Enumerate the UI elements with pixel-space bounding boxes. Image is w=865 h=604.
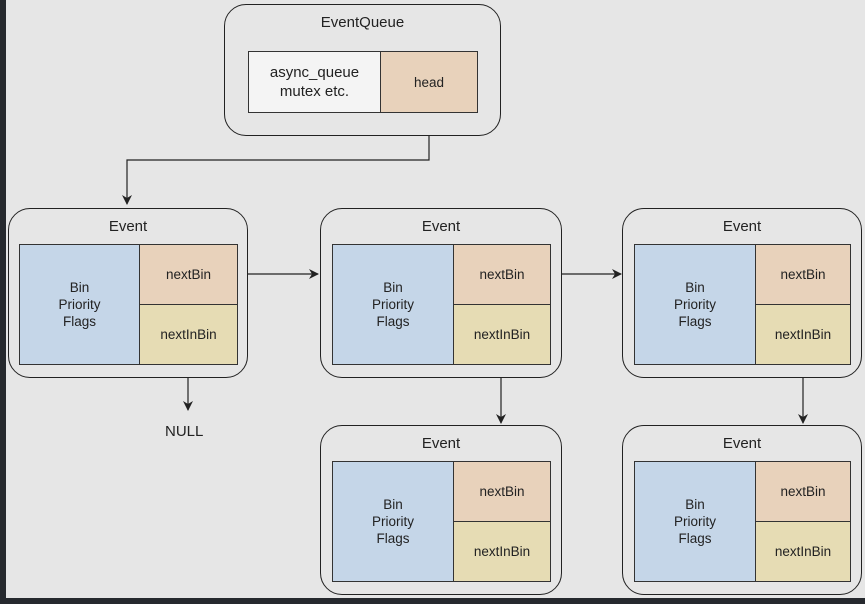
next-in-bin-cell: nextInBin	[453, 304, 551, 365]
event-main-line: Priority	[371, 514, 414, 529]
next-bin-cell: nextBin	[755, 461, 851, 522]
event-main-line: Flags	[376, 314, 410, 329]
queue-mutex-line-1: async_queue	[269, 64, 360, 81]
event-main-cell: Bin Priority Flags	[634, 244, 756, 365]
diagram-canvas: EventQueue async_queue mutex etc. head E…	[6, 0, 865, 598]
event-node-4: Event Bin Priority Flags nextBin nextInB…	[320, 425, 562, 595]
event-node-1: Event Bin Priority Flags nextBin nextInB…	[8, 208, 248, 378]
event-main-line: Priority	[371, 297, 414, 312]
next-in-bin-cell: nextInBin	[755, 304, 851, 365]
event-main-line: Bin	[383, 497, 403, 512]
event-title: Event	[108, 218, 148, 235]
event-main-cell: Bin Priority Flags	[332, 461, 454, 582]
event-main-line: Priority	[673, 297, 716, 312]
event-title: Event	[421, 435, 461, 452]
event-queue-title: EventQueue	[320, 14, 405, 31]
next-in-bin-cell: nextInBin	[139, 304, 238, 365]
event-main-cell: Bin Priority Flags	[19, 244, 140, 365]
event-node-3: Event Bin Priority Flags nextBin nextInB…	[622, 208, 862, 378]
null-label: NULL	[165, 423, 204, 440]
next-bin-cell: nextBin	[139, 244, 238, 305]
queue-mutex-line-2: mutex etc.	[279, 83, 350, 100]
queue-head-cell: head	[380, 51, 478, 113]
event-title: Event	[722, 218, 762, 235]
arrow-head-to-event-1	[122, 113, 430, 205]
next-in-bin-cell: nextInBin	[755, 521, 851, 582]
event-main-line: Priority	[673, 514, 716, 529]
event-main-line: Flags	[376, 531, 410, 546]
queue-mutex-cell: async_queue mutex etc.	[248, 51, 381, 113]
next-in-bin-cell: nextInBin	[453, 521, 551, 582]
event-node-5: Event Bin Priority Flags nextBin nextInB…	[622, 425, 862, 595]
next-bin-cell: nextBin	[755, 244, 851, 305]
event-main-line: Priority	[58, 297, 101, 312]
event-main-cell: Bin Priority Flags	[634, 461, 756, 582]
next-bin-cell: nextBin	[453, 461, 551, 522]
event-main-line: Flags	[678, 531, 712, 546]
event-main-line: Flags	[678, 314, 712, 329]
event-node-2: Event Bin Priority Flags nextBin nextInB…	[320, 208, 562, 378]
event-main-line: Flags	[62, 314, 96, 329]
event-main-line: Bin	[69, 280, 90, 295]
event-main-line: Bin	[383, 280, 403, 295]
event-queue-node: EventQueue async_queue mutex etc. head	[224, 4, 501, 136]
event-main-line: Bin	[685, 497, 705, 512]
event-title: Event	[722, 435, 762, 452]
next-bin-cell: nextBin	[453, 244, 551, 305]
event-title: Event	[421, 218, 461, 235]
event-main-line: Bin	[685, 280, 705, 295]
event-main-cell: Bin Priority Flags	[332, 244, 454, 365]
